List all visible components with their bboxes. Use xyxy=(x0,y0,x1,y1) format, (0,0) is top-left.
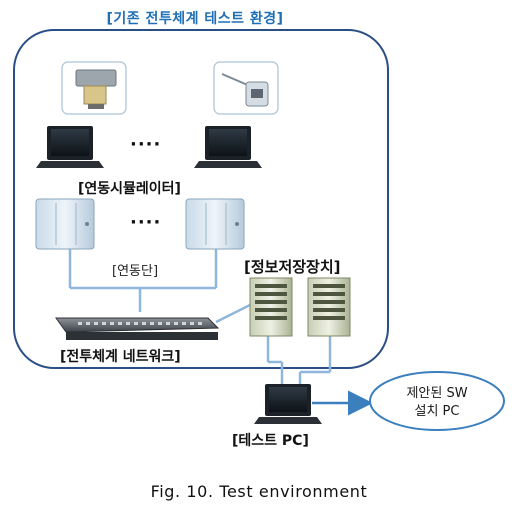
ellipsis-top: ···· xyxy=(130,134,162,155)
proposed-pc-line-1: 제안된 SW xyxy=(406,386,468,401)
camera-icon xyxy=(213,61,279,115)
connector-lines xyxy=(68,248,332,386)
laptop-icon xyxy=(194,126,262,168)
laptop-icon xyxy=(254,384,322,424)
cabinet-icon xyxy=(185,198,245,250)
network-label: [전투체계 네트워크] xyxy=(60,349,181,365)
environment-frame xyxy=(13,29,389,369)
storage-rack-icon xyxy=(307,277,351,337)
simulator-label: [연동시뮬레이터] xyxy=(78,181,181,197)
network-switch-icon xyxy=(55,317,220,340)
link-unit-label: [연동단] xyxy=(112,264,159,279)
figure-caption: Fig. 10. Test environment xyxy=(150,482,368,501)
storage-rack-icon xyxy=(249,277,293,337)
page-title: [기존 전투체계 테스트 환경] xyxy=(106,11,284,27)
proposed-pc-ellipse xyxy=(369,371,505,431)
cabinet-icon xyxy=(35,198,95,250)
test-pc-label: [테스트 PC] xyxy=(232,433,309,449)
laptop-icon xyxy=(36,126,104,168)
storage-label: [정보저장장치] xyxy=(244,258,341,276)
proposed-pc-label: 제안된 SW 설치 PC xyxy=(370,385,504,421)
projector-icon xyxy=(61,61,127,115)
ellipsis-bottom: ···· xyxy=(130,212,162,233)
proposed-pc-line-2: 설치 PC xyxy=(414,404,460,419)
